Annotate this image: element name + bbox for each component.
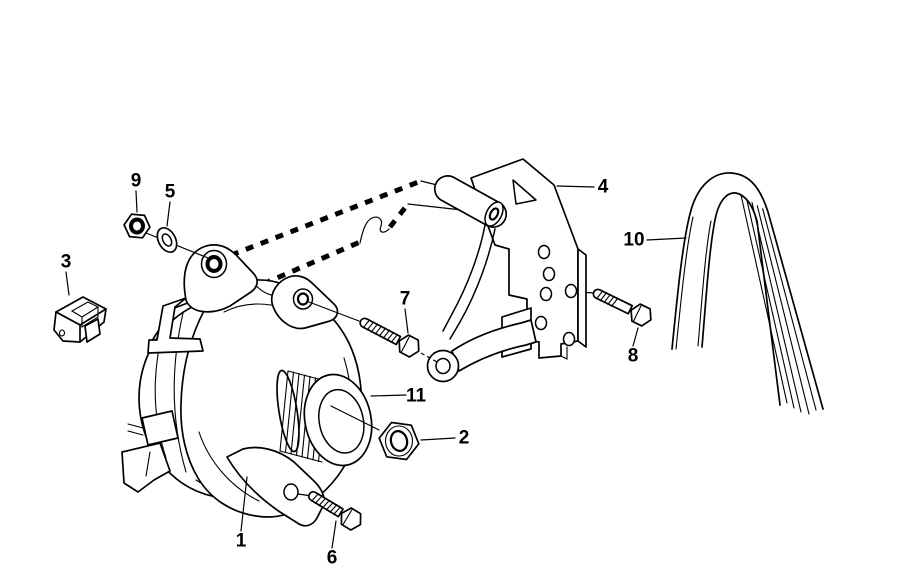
bracket-hole bbox=[542, 266, 556, 282]
connector-notch-depth bbox=[81, 306, 99, 328]
bracket-hole bbox=[562, 331, 576, 347]
leader-lines bbox=[65, 185, 687, 549]
leader-1 bbox=[240, 476, 248, 532]
alternator bbox=[121, 244, 363, 527]
bracket-hole bbox=[537, 244, 551, 260]
pulley bbox=[276, 369, 373, 467]
bolt-7-threads bbox=[362, 319, 399, 343]
leader-8 bbox=[632, 327, 639, 347]
bracket-bottom-edge bbox=[560, 346, 568, 360]
bolt-7-head bbox=[398, 334, 420, 358]
nut-2-chamfer bbox=[384, 425, 414, 457]
callout-1: 1 bbox=[236, 531, 247, 552]
terminal-block bbox=[141, 410, 179, 446]
leader-11 bbox=[370, 394, 407, 397]
connector-front-face bbox=[53, 311, 81, 343]
nut-2-hex bbox=[378, 421, 420, 461]
callout-4: 4 bbox=[598, 177, 609, 198]
callout-5: 5 bbox=[165, 182, 176, 203]
bolt-8-head bbox=[630, 303, 652, 327]
belt-edge-line bbox=[675, 216, 694, 350]
callout-6: 6 bbox=[327, 548, 338, 569]
bottom-flange bbox=[226, 446, 325, 527]
flange-nut bbox=[123, 213, 151, 239]
bracket-triangle-hole bbox=[512, 179, 537, 205]
mounting-bracket bbox=[426, 158, 587, 383]
belt-ribs bbox=[740, 195, 817, 415]
pulley-axis-line bbox=[330, 405, 380, 431]
leader-6 bbox=[331, 520, 337, 549]
bracket-hole-bolt8 bbox=[564, 283, 578, 299]
bolt-8-head-facet bbox=[633, 305, 642, 322]
bolt-6-head-facet bbox=[342, 509, 353, 525]
bracket-strut-edge bbox=[442, 224, 486, 332]
spacer-sleeve-bore bbox=[488, 207, 500, 221]
bolt-upper bbox=[359, 317, 420, 358]
bolt-8-shank bbox=[592, 288, 634, 315]
leader-9 bbox=[135, 190, 138, 213]
leader-7 bbox=[404, 308, 409, 334]
nut-2-bore bbox=[389, 430, 409, 452]
washer bbox=[156, 226, 178, 254]
callout-3: 3 bbox=[61, 252, 72, 273]
bracket-arm-boss-hole bbox=[435, 357, 451, 375]
bracket-strut-edge bbox=[449, 228, 496, 340]
ear-hole-rim bbox=[200, 249, 228, 279]
bracket-hole bbox=[534, 315, 548, 331]
alignment-dash-line-lower-2 bbox=[388, 202, 410, 229]
leader-4 bbox=[556, 185, 595, 188]
pulley-nut bbox=[330, 405, 420, 461]
connector-foot-tab bbox=[84, 318, 101, 343]
callout-11: 11 bbox=[406, 386, 427, 407]
belt-inner-edge bbox=[701, 192, 781, 406]
ear-hole-bore bbox=[205, 255, 223, 273]
connector-socket-edge bbox=[145, 451, 151, 477]
pulley-flange-bore bbox=[318, 388, 365, 454]
axis-line-ear-bolt7 bbox=[308, 301, 360, 322]
callout-7: 7 bbox=[400, 289, 411, 310]
leader-2 bbox=[420, 437, 456, 441]
leader-3 bbox=[65, 271, 70, 296]
bolt-lower bbox=[307, 491, 362, 531]
bolt-7-head-facet bbox=[400, 336, 410, 353]
leader-10 bbox=[646, 237, 687, 241]
belt-outer-edge bbox=[671, 172, 824, 410]
alignment-dash-line-lower bbox=[262, 239, 361, 287]
belt-edge-line bbox=[697, 220, 712, 347]
bolt-7-shank bbox=[359, 317, 402, 346]
callout-10: 10 bbox=[623, 230, 644, 251]
serpentine-belt bbox=[671, 172, 824, 415]
connector-socket bbox=[121, 442, 171, 493]
mounting-foot-left bbox=[147, 297, 204, 354]
ear-hole-rim bbox=[292, 288, 314, 310]
washer-bore bbox=[161, 233, 173, 247]
break-squiggle bbox=[359, 216, 390, 244]
callouts: 1 2 3 4 5 6 7 8 9 10 11 bbox=[61, 171, 645, 569]
bracket-hole bbox=[539, 286, 553, 302]
bolt-6-head bbox=[340, 507, 362, 531]
connector-part bbox=[53, 296, 107, 343]
flange-bolt-hole bbox=[283, 483, 299, 501]
nut-9-hex bbox=[123, 213, 151, 239]
ear-hole-bore bbox=[296, 292, 310, 306]
bolt-7-axis-continuation bbox=[420, 352, 438, 363]
rear-housing-fin bbox=[173, 312, 187, 473]
bracket-side-face bbox=[577, 248, 587, 348]
bolt-6-threads bbox=[311, 493, 342, 515]
pulley-front-flange bbox=[303, 373, 373, 467]
bolt-8-threads bbox=[596, 290, 619, 307]
leader-5 bbox=[166, 201, 171, 227]
nut-9-bore bbox=[129, 217, 145, 235]
alignment-dash-line-upper bbox=[215, 178, 422, 264]
bracket-arm bbox=[451, 319, 537, 372]
spacer-sleeve-end bbox=[484, 201, 504, 227]
connector-hole bbox=[58, 329, 66, 337]
callout-8: 8 bbox=[628, 346, 639, 367]
front-plate-crease bbox=[198, 431, 260, 502]
terminal-stud bbox=[127, 423, 144, 436]
bolt-bracket bbox=[592, 288, 652, 327]
callout-2: 2 bbox=[459, 428, 470, 449]
callout-9: 9 bbox=[131, 171, 142, 192]
